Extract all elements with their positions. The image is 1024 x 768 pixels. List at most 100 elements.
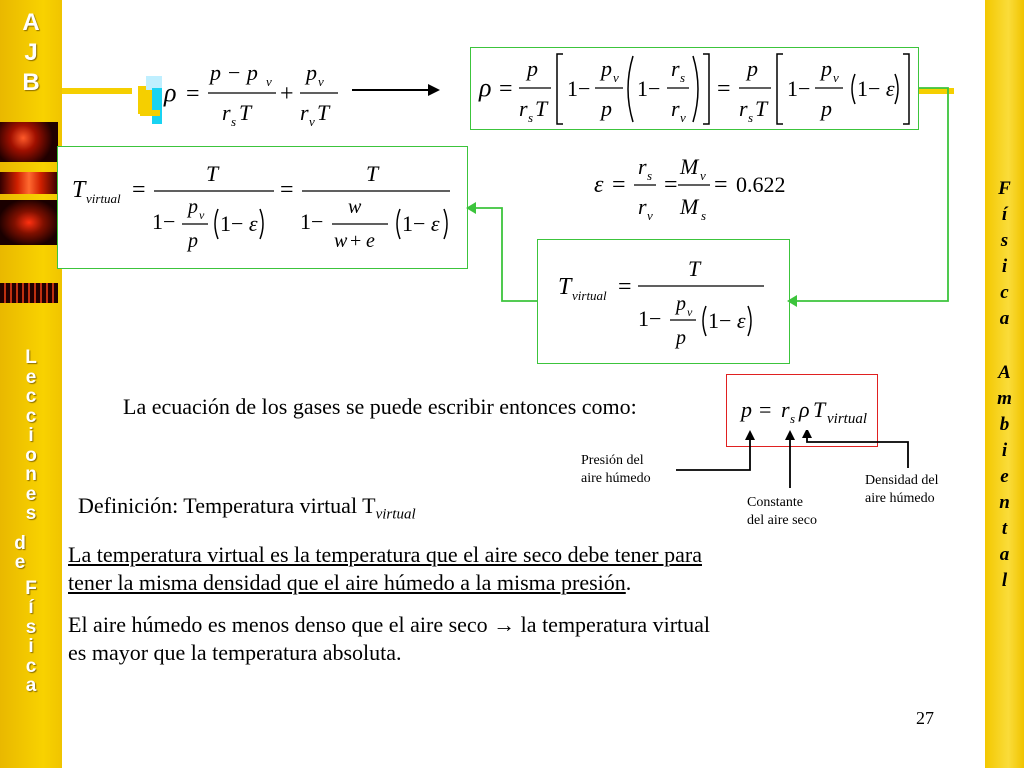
humid-air-paragraph: El aire húmedo es menos denso que el air… xyxy=(68,611,710,667)
side-letter: e xyxy=(1000,466,1009,487)
definition-heading: Definición: Temperatura virtual Tvirtual xyxy=(78,492,416,528)
svg-text:T: T xyxy=(755,96,769,121)
svg-text:v: v xyxy=(647,208,653,223)
density-label-line: Densidad del xyxy=(865,473,939,488)
label-pointer-arrows xyxy=(676,430,909,488)
paragraph-line: tener la misma densidad que el aire húme… xyxy=(68,570,626,595)
side-letter: a xyxy=(999,544,1010,565)
svg-text:1−: 1− xyxy=(567,76,590,101)
page-number: 27 xyxy=(916,708,934,728)
svg-text:s: s xyxy=(748,110,753,125)
side-letter: i xyxy=(28,636,34,657)
side-letter: F xyxy=(998,178,1011,199)
epsilon-equation: ε = r s r v = M v M s = 0.622 xyxy=(594,154,786,223)
svg-text:+: + xyxy=(280,81,294,107)
svg-text:=: = xyxy=(186,81,200,107)
density-bracket-equation: ρ = p r s T 1− p v p 1− r s r v = p r s … xyxy=(478,53,910,125)
svg-text:r: r xyxy=(671,56,680,81)
svg-text:r: r xyxy=(300,100,309,125)
lecciones-de-fisica-vertical: L e c c i o n e s d e F í s i c a xyxy=(0,348,62,696)
svg-text:=: = xyxy=(759,397,771,422)
svg-text:r: r xyxy=(781,397,790,422)
side-letter: í xyxy=(28,597,34,618)
svg-text:ρ: ρ xyxy=(798,397,810,422)
svg-text:ε: ε xyxy=(594,172,604,198)
svg-text:v: v xyxy=(199,208,205,222)
pressure-label-line: Presión del xyxy=(581,453,644,468)
svg-text:p: p xyxy=(739,397,752,422)
side-letter: í xyxy=(1001,204,1008,225)
spacer xyxy=(0,524,62,534)
svg-text:v: v xyxy=(687,305,693,319)
pressure-label: Presión del aire húmedo xyxy=(581,452,651,488)
side-letter: A xyxy=(998,362,1011,383)
svg-text:p: p xyxy=(674,293,686,315)
side-letter: L xyxy=(25,347,37,368)
svg-text:p − p: p − p xyxy=(208,60,258,85)
svg-text:=: = xyxy=(618,274,632,300)
constant-label-line: del aire seco xyxy=(747,513,817,528)
side-letter: s xyxy=(25,616,37,638)
tvirtual-mixing-ratio-box: T virtual = T 1− p v p 1− ε = T 1− w w +… xyxy=(57,146,468,269)
svg-text:p: p xyxy=(186,196,198,218)
svg-text:v: v xyxy=(680,110,686,125)
gas-law-sentence: La ecuación de los gases se puede escrib… xyxy=(123,394,637,419)
svg-text:ρ: ρ xyxy=(163,78,176,107)
paragraph-line: La temperatura virtual es la temperatura… xyxy=(68,542,702,567)
svg-text:s: s xyxy=(701,208,706,223)
tvirtual-equation: T virtual = T 1− p v p 1− ε xyxy=(558,256,764,349)
fisica-vertical: F í s i c a xyxy=(985,176,1024,332)
svg-text:T: T xyxy=(366,161,380,186)
constant-label: Constante del aire seco xyxy=(747,494,817,530)
svg-text:virtual: virtual xyxy=(86,191,121,206)
svg-text:T: T xyxy=(72,177,87,203)
svg-text:1−: 1− xyxy=(787,76,810,101)
svg-text:M: M xyxy=(679,154,700,179)
side-letter: F xyxy=(25,577,37,599)
svg-text:p: p xyxy=(599,96,612,121)
logo-letter: B xyxy=(22,69,40,96)
logo-square xyxy=(138,86,152,114)
paragraph-period: . xyxy=(625,570,632,595)
svg-text:T: T xyxy=(813,397,827,422)
gas-law-equation: p = r s ρ T virtual xyxy=(739,397,867,427)
svg-text:s: s xyxy=(528,110,533,125)
right-sidebar xyxy=(985,0,1024,768)
svg-text:1− ε: 1− ε xyxy=(857,76,895,101)
side-letter: i xyxy=(28,425,34,446)
decor-bar xyxy=(918,88,954,94)
epsilon-value: 0.622 xyxy=(736,172,786,197)
side-letter: n xyxy=(999,492,1010,513)
svg-text:T: T xyxy=(688,256,702,281)
side-letter: o xyxy=(25,444,37,466)
side-letter: e xyxy=(25,366,37,388)
density-label-line: aire húmedo xyxy=(865,491,935,506)
laser-thumbnail xyxy=(0,200,58,245)
svg-text:T: T xyxy=(558,274,573,300)
svg-text:v: v xyxy=(266,74,272,89)
svg-text:=: = xyxy=(132,177,146,203)
density-sum-equation: ρ = p − p v r s T + p v r v T xyxy=(163,60,338,129)
green-connector-arrows xyxy=(466,87,949,307)
tvirtual-mixing-ratio-equation: T virtual = T 1− p v p 1− ε = T 1− w w +… xyxy=(72,161,450,252)
density-label: Densidad del aire húmedo xyxy=(865,472,938,508)
svg-text:1−: 1− xyxy=(638,306,661,331)
side-letter: s xyxy=(1000,230,1009,251)
svg-text:e: e xyxy=(366,230,375,252)
svg-text:s: s xyxy=(231,114,236,129)
svg-text:v: v xyxy=(833,70,839,85)
svg-text:v: v xyxy=(318,74,324,89)
decor-bar xyxy=(62,88,132,94)
lab-photo-thumbnail xyxy=(0,122,58,162)
svg-text:T: T xyxy=(317,100,331,125)
svg-text:p: p xyxy=(525,56,538,81)
svg-text:s: s xyxy=(680,70,685,85)
svg-text:w: w xyxy=(334,230,348,252)
svg-text:1−: 1− xyxy=(152,209,175,234)
svg-text:p: p xyxy=(304,60,317,85)
definition-text: Definición: Temperatura virtual T xyxy=(78,493,376,518)
svg-text:=: = xyxy=(612,172,626,198)
ajb-logo-letters: A J B xyxy=(0,8,62,98)
svg-text:1− ε: 1− ε xyxy=(220,211,258,236)
side-letter: c xyxy=(1000,282,1009,303)
